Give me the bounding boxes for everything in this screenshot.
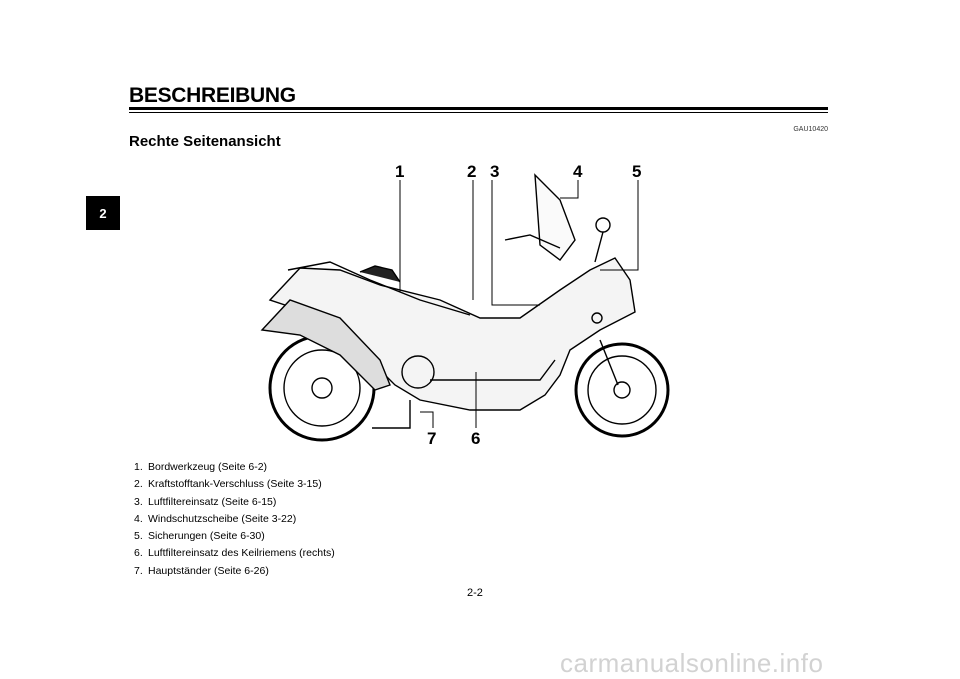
callout-3: 3 [490, 162, 499, 181]
callout-2: 2 [467, 162, 476, 181]
page-title: BESCHREIBUNG [129, 84, 296, 107]
title-rule-thin [129, 112, 828, 113]
title-rule [129, 107, 828, 110]
scooter-illustration: 1 2 3 4 5 6 7 [260, 162, 670, 448]
legend-item: 5.Sicherungen (Seite 6-30) [134, 530, 265, 543]
callout-4: 4 [573, 162, 583, 181]
callout-7: 7 [427, 429, 436, 448]
legend-item: 1.Bordwerkzeug (Seite 6-2) [134, 461, 268, 473]
legend-item: 6.Luftfiltereinsatz des Keilriemens (rec… [134, 547, 335, 560]
legend-item: 4.Windschutzscheibe (Seite 3-22) [134, 512, 297, 525]
section-code: GAU10420 [793, 126, 828, 133]
watermark: carmanualsonline.info [560, 648, 824, 678]
callout-1: 1 [395, 162, 404, 181]
chapter-tab: 2 [86, 196, 120, 230]
parts-legend: 1.Bordwerkzeug (Seite 6-2) 2.Kraftstofft… [134, 459, 335, 580]
section-title: Rechte Seitenansicht [129, 133, 281, 150]
callout-6: 6 [471, 429, 480, 448]
page-number: 2-2 [467, 587, 483, 599]
legend-item: 2.Kraftstofftank-Verschluss (Seite 3-15) [134, 478, 322, 491]
legend-item: 3.Luftfiltereinsatz (Seite 6-15) [134, 495, 277, 508]
callout-5: 5 [632, 162, 641, 181]
legend-item: 7.Hauptständer (Seite 6-26) [134, 564, 269, 577]
